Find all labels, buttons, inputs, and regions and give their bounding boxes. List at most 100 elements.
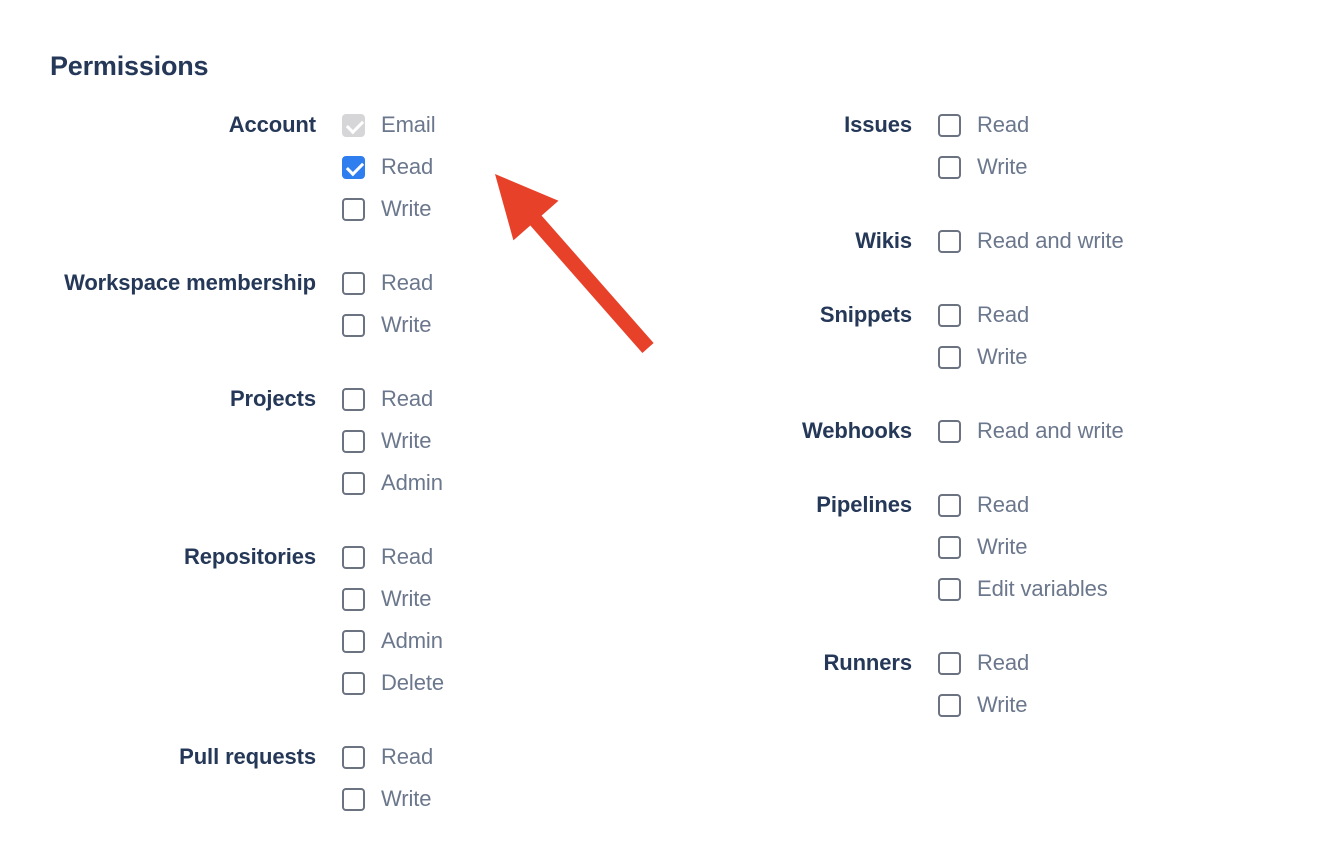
permission-option-label: Write [381, 428, 432, 453]
checkbox-read-and-write-icon[interactable] [938, 229, 961, 253]
permission-group-label: Webhooks [801, 418, 912, 443]
permission-option-label: Edit variables [977, 576, 1108, 601]
permission-group-label: Snippets [819, 302, 912, 327]
checkbox-read-icon[interactable] [342, 745, 365, 769]
checkbox-read-icon[interactable] [938, 303, 961, 327]
checkbox-write-icon[interactable] [342, 587, 365, 611]
checkbox-read-and-write-icon[interactable] [938, 419, 961, 443]
permission-option-runners-write[interactable]: Write [938, 684, 1240, 726]
permission-option-webhooks-read-and-write[interactable]: Read and write [938, 410, 1240, 452]
checkbox-read-icon[interactable] [342, 271, 365, 295]
permission-option-label: Read [977, 302, 1030, 327]
permission-group-label: Workspace membership [64, 270, 316, 295]
permission-option-label: Read [977, 492, 1030, 517]
permission-option-repositories-delete[interactable]: Delete [342, 662, 610, 704]
permission-group-label: Account [228, 112, 316, 137]
permission-option-projects-write[interactable]: Write [342, 420, 610, 462]
check-icon [345, 157, 365, 176]
permission-option-label: Write [977, 534, 1028, 559]
checkbox-read-icon[interactable] [342, 155, 365, 179]
checkbox-read-icon[interactable] [342, 545, 365, 569]
permission-option-label: Admin [381, 628, 443, 653]
permission-option-snippets-write[interactable]: Write [938, 336, 1240, 378]
permission-option-label: Delete [381, 670, 444, 695]
permission-option-issues-read[interactable]: Read [938, 104, 1240, 146]
permission-option-pull-requests-read[interactable]: Read [342, 736, 610, 778]
permission-option-label: Write [381, 312, 432, 337]
permission-option-label: Read and write [977, 418, 1124, 443]
permission-option-projects-read[interactable]: Read [342, 378, 610, 420]
checkbox-read-icon[interactable] [938, 651, 961, 675]
permission-option-label: Read and write [977, 228, 1124, 253]
checkbox-write-icon[interactable] [938, 535, 961, 559]
permission-group-wikis: Wikis Read and write [640, 220, 1240, 262]
permission-option-pull-requests-write[interactable]: Write [342, 778, 610, 820]
permission-group-label: Pipelines [816, 492, 912, 517]
checkbox-edit-variables-icon[interactable] [938, 577, 961, 601]
permission-option-projects-admin[interactable]: Admin [342, 462, 610, 504]
permission-option-label: Write [977, 344, 1028, 369]
permission-option-repositories-read[interactable]: Read [342, 536, 610, 578]
permission-option-workspace-membership-read[interactable]: Read [342, 262, 610, 304]
permission-option-pipelines-write[interactable]: Write [938, 526, 1240, 568]
permission-option-account-write[interactable]: Write [342, 188, 610, 230]
permission-option-label: Write [977, 692, 1028, 717]
permission-option-pipelines-edit-variables[interactable]: Edit variables [938, 568, 1240, 610]
checkbox-admin-icon[interactable] [342, 629, 365, 653]
checkbox-email-icon [342, 113, 365, 137]
permission-option-repositories-write[interactable]: Write [342, 578, 610, 620]
permission-option-label: Read [977, 112, 1030, 137]
permission-group-label: Pull requests [179, 744, 316, 769]
checkbox-delete-icon[interactable] [342, 671, 365, 695]
permission-option-issues-write[interactable]: Write [938, 146, 1240, 188]
checkbox-write-icon[interactable] [938, 693, 961, 717]
permission-option-label: Write [381, 196, 432, 221]
page-title: Permissions [50, 51, 209, 81]
permission-option-label: Write [381, 786, 432, 811]
permission-group-label: Wikis [855, 228, 912, 253]
checkbox-read-icon[interactable] [342, 387, 365, 411]
permission-group-label: Runners [823, 650, 912, 675]
permission-group-label: Issues [844, 112, 912, 137]
permission-option-list: Read and write [938, 410, 1240, 452]
checkbox-write-icon[interactable] [342, 313, 365, 337]
checkbox-write-icon[interactable] [342, 787, 365, 811]
permission-option-account-read[interactable]: Read [342, 146, 610, 188]
checkbox-read-icon[interactable] [938, 113, 961, 137]
check-icon [345, 115, 365, 134]
permission-option-repositories-admin[interactable]: Admin [342, 620, 610, 662]
checkbox-write-icon[interactable] [342, 197, 365, 221]
permission-option-pipelines-read[interactable]: Read [938, 484, 1240, 526]
checkbox-read-icon[interactable] [938, 493, 961, 517]
checkbox-write-icon[interactable] [342, 429, 365, 453]
permission-option-label: Read [381, 270, 434, 295]
permission-option-snippets-read[interactable]: Read [938, 294, 1240, 336]
permission-option-label: Write [381, 586, 432, 611]
permission-option-runners-read[interactable]: Read [938, 642, 1240, 684]
permission-option-label: Read [977, 650, 1030, 675]
checkbox-admin-icon[interactable] [342, 471, 365, 495]
permission-option-wikis-read-and-write[interactable]: Read and write [938, 220, 1240, 262]
checkbox-write-icon[interactable] [938, 155, 961, 179]
permission-group-webhooks: Webhooks Read and write [640, 410, 1240, 452]
checkbox-write-icon[interactable] [938, 345, 961, 369]
permission-option-workspace-membership-write[interactable]: Write [342, 304, 610, 346]
permission-option-label: Admin [381, 470, 443, 495]
permission-option-account-email[interactable]: Email [342, 104, 610, 146]
permission-group-label: Projects [229, 386, 316, 411]
